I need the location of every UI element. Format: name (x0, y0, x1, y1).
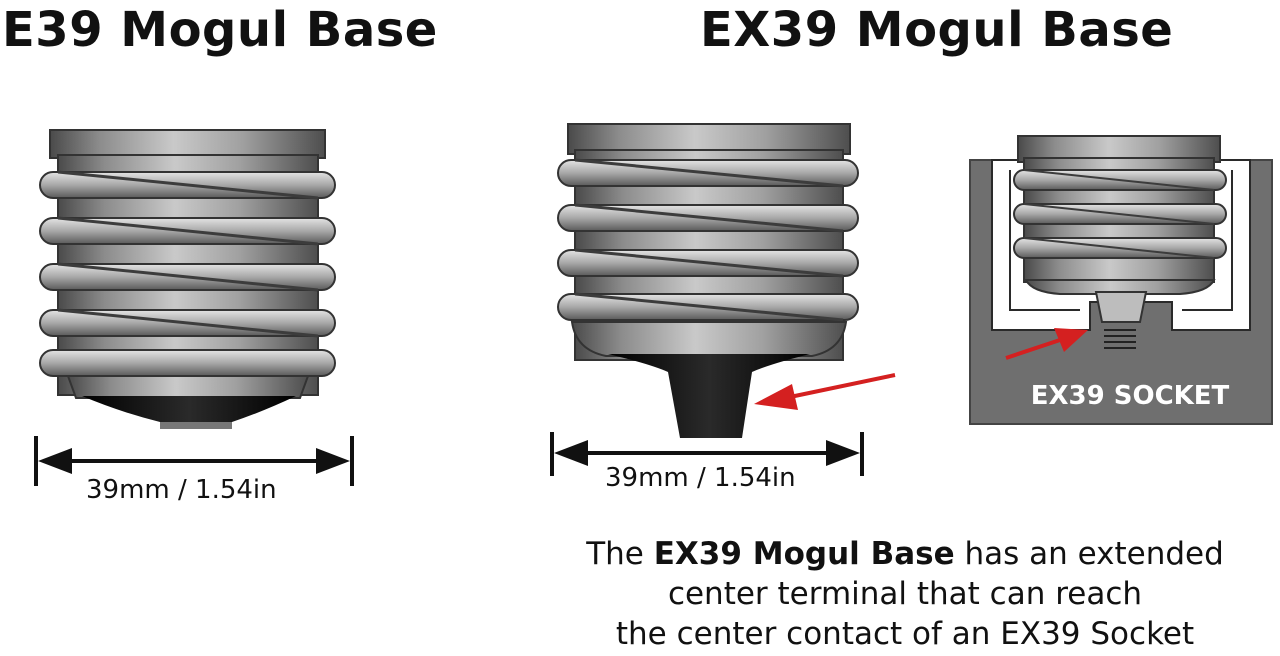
ex39-title: EX39 Mogul Base (700, 2, 1174, 58)
ex39-socket-drawing: EX39 SOCKET (969, 135, 1273, 425)
ex39-base-drawing (557, 123, 859, 438)
caption-line-3: the center contact of an EX39 Socket (615, 616, 1195, 652)
ex39-dimension-label: 39mm / 1.54in (605, 463, 796, 493)
ex39-dimension-arrow (550, 432, 864, 476)
caption-line-2: center terminal that can reach (667, 576, 1143, 612)
e39-title: E39 Mogul Base (2, 2, 438, 58)
caption-line-1: The EX39 Mogul Base has an extended (586, 536, 1224, 572)
caption-bold: EX39 Mogul Base (653, 536, 955, 572)
e39-dimension-label: 39mm / 1.54in (86, 475, 277, 505)
explanation-caption: The EX39 Mogul Base has an extended cent… (520, 534, 1280, 654)
terminal-pointer-arrow (754, 373, 896, 410)
socket-label: EX39 SOCKET (1031, 381, 1230, 411)
e39-dimension-arrow (34, 436, 354, 486)
e39-base-drawing (39, 129, 336, 429)
